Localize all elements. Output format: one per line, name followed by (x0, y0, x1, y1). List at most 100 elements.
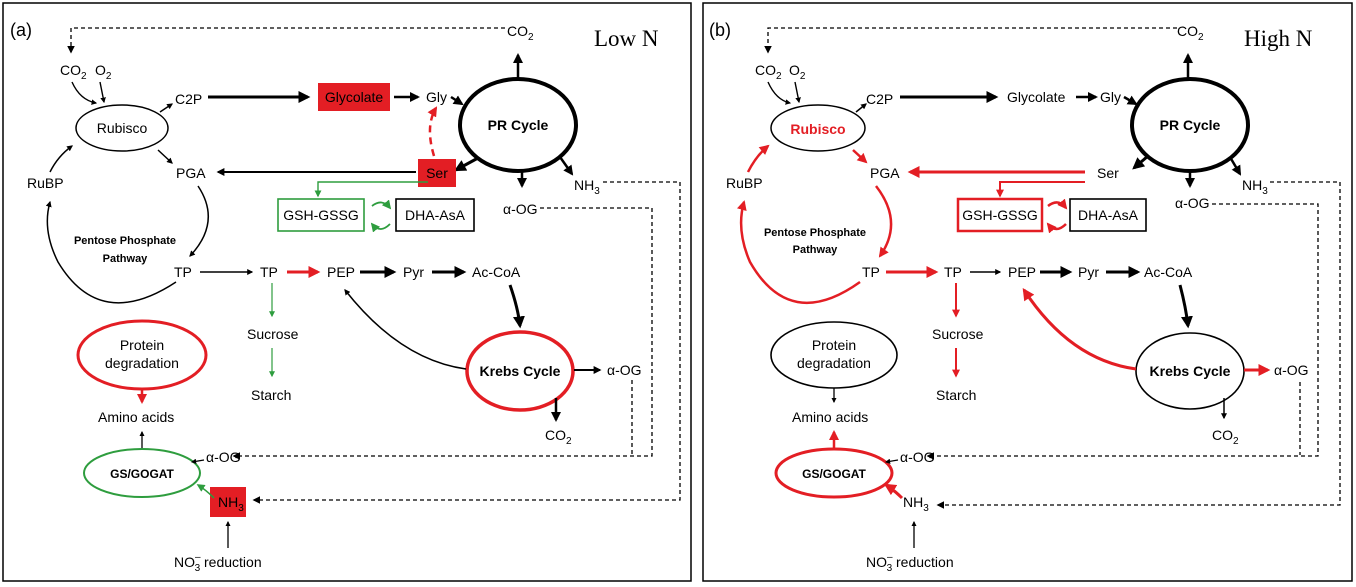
b-co2-krebs-label: CO2 (1212, 427, 1239, 447)
co2-in-label: CO2 (60, 62, 87, 82)
b-tp1-label: TP (862, 264, 880, 280)
b-ser-label: Ser (1097, 165, 1119, 181)
aog-to-gs-arrow (190, 458, 205, 464)
nh3-top-label: NH3 (574, 177, 600, 197)
rubisco-label: Rubisco (97, 120, 148, 136)
b-nh3-bottom-label: NH3 (903, 494, 929, 514)
b-gsh-gssg-label: GSH-GSSG (962, 207, 1037, 223)
co2-to-rubisco-arrow (71, 81, 98, 105)
b-redox-cycle-bottom-arrow (1046, 222, 1067, 234)
rubisco-to-c2p-arrow (159, 103, 173, 113)
co2-recycle-dashed-arrow (67, 27, 505, 54)
pr-cycle-label: PR Cycle (488, 117, 549, 133)
panel-b-label: (b) (709, 20, 731, 40)
b-nh3-to-gs-arrow (883, 483, 904, 500)
nh3-recycle-dashed-arrow (252, 181, 681, 504)
b-starch-label: Starch (936, 387, 976, 403)
gsh-gssg-box (277, 198, 365, 232)
b-co2-top-label: CO2 (1177, 23, 1204, 43)
krebs-to-pep-arrow (344, 289, 467, 370)
b-rubisco-to-pga-arrow (852, 149, 868, 164)
b-dha-asa-label: DHA-AsA (1078, 207, 1139, 223)
b-accoa-label: Ac-CoA (1144, 264, 1193, 280)
b-tp2-label: TP (944, 264, 962, 280)
co2-top-label: CO2 (507, 23, 534, 43)
b-aog-krebs-label: α-OG (1274, 362, 1309, 378)
gly-label: Gly (426, 89, 447, 105)
b-pr-cycle-label: PR Cycle (1160, 117, 1221, 133)
b-rubp-to-rubisco-arrow (746, 144, 770, 173)
b-gly-to-pr-arrow (1123, 95, 1138, 106)
o2-in-label: O2 (95, 62, 112, 82)
protein-label-line2: degradation (105, 355, 179, 371)
o2-to-rubisco-arrow (99, 81, 106, 104)
pga-to-tp-arrow (189, 185, 209, 257)
gly-to-pr-arrow (450, 95, 464, 106)
ser-to-gly-dashed-arrow (427, 106, 438, 157)
gsh-gssg-label: GSH-GSSG (283, 207, 358, 223)
b-co2-to-rubisco-arrow (767, 81, 792, 105)
b-pyr-label: Pyr (1078, 264, 1099, 280)
panel-b: (b) High N CO2 O2 Rubisco C2P Glycolate … (702, 2, 1353, 582)
glycolate-highlight-box (318, 83, 390, 111)
pyr-label: Pyr (403, 264, 424, 280)
nh3-highlight-box (210, 487, 246, 517)
no3-reduction-label: NO–3 reduction (174, 552, 262, 574)
panel-a-condition: Low N (594, 26, 659, 51)
protein-label-line1: Protein (120, 337, 164, 353)
panel-a-frame (2, 2, 692, 582)
b-protein-label-line2: degradation (797, 355, 871, 371)
pep-label: PEP (327, 264, 355, 280)
b-pentose-label-line2: Pathway (793, 244, 839, 256)
b-tp-to-rubp-arrow (736, 200, 861, 304)
b-pga-label: PGA (870, 165, 900, 181)
gs-gogat-node (83, 448, 201, 498)
accoa-label: Ac-CoA (472, 264, 521, 280)
b-rubisco-label: Rubisco (790, 121, 845, 137)
ser-label: Ser (426, 165, 448, 181)
tp2-label: TP (260, 264, 278, 280)
redox-cycle-bottom-arrow (370, 222, 391, 233)
panel-b-frame (702, 2, 1353, 582)
aog-gs-label: α-OG (206, 449, 241, 465)
b-pr-to-ser-arrow (1132, 154, 1149, 170)
tp1-label: TP (174, 264, 192, 280)
b-aog-gs-label: α-OG (900, 449, 935, 465)
b-glycolate-label: Glycolate (1007, 89, 1066, 105)
panel-b-condition: High N (1244, 26, 1313, 51)
aog-pr-recycle-dashed-arrow (232, 207, 653, 460)
b-aog-to-gs-arrow (884, 458, 899, 464)
b-gsh-gssg-box (956, 197, 1044, 233)
rubp-to-rubisco-arrow (49, 145, 73, 173)
nh3-to-gs-green-arrow (196, 484, 215, 499)
panel-a-label: (a) (10, 20, 32, 40)
sucrose-label: Sucrose (247, 326, 299, 342)
b-krebs-cycle-label: Krebs Cycle (1150, 363, 1231, 379)
accoa-to-krebs-arrow (508, 284, 525, 329)
b-co2-in-label: CO2 (755, 62, 782, 82)
dha-asa-box (395, 198, 475, 232)
b-redox-cycle-top-arrow (1047, 198, 1068, 210)
dha-asa-label: DHA-AsA (405, 207, 466, 223)
rubisco-to-pga-arrow (157, 149, 173, 164)
b-aog-pr-recycle-dashed-arrow (926, 203, 1319, 460)
b-nh3-top-label: NH3 (1242, 177, 1268, 197)
b-ser-to-gsh-arrow (996, 181, 1085, 198)
b-amino-acids-label: Amino acids (792, 409, 868, 425)
b-rubisco-to-c2p-arrow (855, 103, 867, 113)
pr-to-nh3-arrow (558, 156, 574, 176)
b-aog-pr-label: α-OG (1175, 195, 1210, 211)
krebs-cycle-label: Krebs Cycle (480, 363, 561, 379)
rubisco-node (75, 104, 169, 152)
krebs-cycle-node (465, 330, 575, 412)
b-rubp-label: RuBP (726, 175, 763, 191)
pentose-label-line2: Pathway (103, 253, 149, 265)
b-dha-asa-box (1069, 198, 1147, 232)
gs-gogat-label: GS/GOGAT (110, 467, 174, 481)
pga-label: PGA (176, 165, 206, 181)
b-krebs-to-pep-arrow (1022, 287, 1137, 371)
b-protein-label-line1: Protein (812, 337, 856, 353)
b-gs-gogat-label: GS/GOGAT (802, 467, 866, 481)
